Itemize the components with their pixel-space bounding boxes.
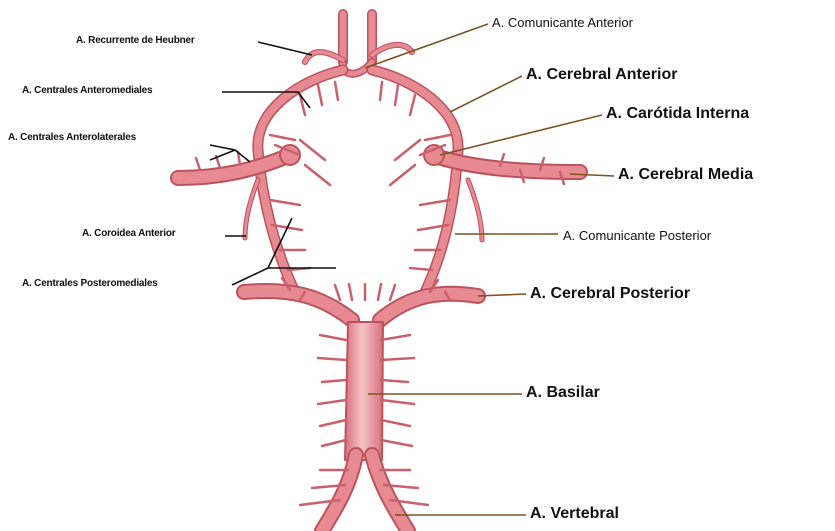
label-cerebral-posterior: A. Cerebral Posterior [530, 285, 690, 303]
anterior-cerebral-arteries [343, 14, 372, 74]
basilar-artery [345, 322, 383, 460]
posterior-cerebral-arteries [244, 291, 478, 320]
label-comunicante-anterior: A. Comunicante Anterior [492, 15, 633, 30]
label-coroidea-anterior: A. Coroidea Anterior [82, 228, 175, 239]
label-recurrente-heubner: A. Recurrente de Heubner [76, 35, 195, 46]
leader-lines [210, 24, 614, 515]
label-basilar: A. Basilar [526, 384, 600, 402]
arterial-circle [258, 70, 458, 292]
label-centrales-posteromediales: A. Centrales Posteromediales [22, 278, 158, 289]
label-comunicante-posterior: A. Comunicante Posterior [563, 228, 711, 243]
label-centrales-anterolaterales: A. Centrales Anterolaterales [8, 132, 136, 143]
label-centrales-anteromediales: A. Centrales Anteromediales [22, 85, 152, 96]
label-cerebral-anterior: A. Cerebral Anterior [526, 66, 677, 84]
heubner-artery [305, 45, 412, 62]
label-vertebral: A. Vertebral [530, 505, 619, 523]
vertebral-arteries [322, 455, 408, 531]
label-carotida-interna: A. Carótida Interna [606, 105, 749, 123]
label-cerebral-media: A. Cerebral Media [618, 166, 753, 184]
